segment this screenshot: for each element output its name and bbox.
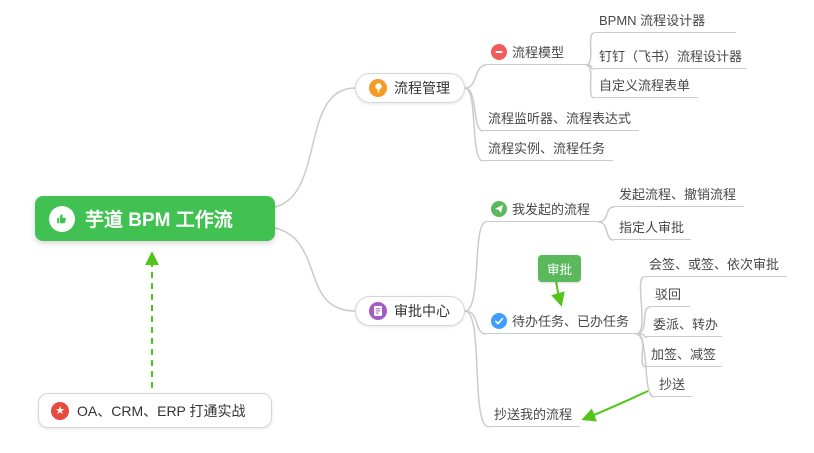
node-reject[interactable]: 驳回 — [650, 285, 690, 307]
lightbulb-icon — [369, 79, 387, 97]
node-assignee-approval[interactable]: 指定人审批 — [614, 218, 691, 240]
node-listener-expression[interactable]: 流程监听器、流程表达式 — [483, 109, 639, 131]
star-icon: ★ — [51, 401, 69, 420]
send-icon — [491, 200, 507, 217]
node-bpmn-designer[interactable]: BPMN 流程设计器 — [594, 11, 736, 33]
document-icon — [369, 302, 387, 320]
node-my-initiated-process[interactable]: 我发起的流程 — [486, 200, 598, 222]
thumbs-up-icon — [49, 205, 75, 232]
node-delegate-transfer[interactable]: 委派、转办 — [648, 315, 722, 337]
cc-arrow — [581, 390, 649, 422]
approval-arrow — [551, 279, 565, 307]
root-node-label: 芋道 BPM 工作流 — [85, 210, 233, 231]
node-cc-my-process[interactable]: 抄送我的流程 — [489, 405, 580, 427]
check-circle-icon — [491, 312, 507, 329]
node-initiate-cancel-process[interactable]: 发起流程、撤销流程 — [614, 185, 744, 207]
node-custom-form[interactable]: 自定义流程表单 — [594, 76, 698, 98]
node-process-model[interactable]: 流程模型 — [486, 43, 586, 65]
node-instance-task[interactable]: 流程实例、流程任务 — [483, 139, 613, 161]
practice-label: OA、CRM、ERP 打通实战 — [77, 402, 246, 419]
branch-node-approval-center[interactable]: 审批中心 — [355, 296, 465, 326]
node-countersign-orsign-sequential[interactable]: 会签、或签、依次审批 — [644, 255, 787, 277]
branch-curves — [274, 32, 655, 428]
branch-node-process-management[interactable]: 流程管理 — [355, 73, 465, 103]
node-addsign-removesign[interactable]: 加签、减签 — [646, 345, 722, 367]
approval-badge[interactable]: 审批 — [538, 255, 582, 282]
node-dingtalk-feishu-designer[interactable]: 钉钉（飞书）流程设计器 — [594, 47, 746, 69]
root-node[interactable]: 芋道 BPM 工作流 — [35, 196, 275, 241]
node-todo-done-tasks[interactable]: 待办任务、已办任务 — [486, 312, 636, 334]
leaf-label: 我发起的流程 — [512, 202, 591, 217]
leaf-label: 流程模型 — [512, 45, 565, 60]
practice-node[interactable]: ★ OA、CRM、ERP 打通实战 — [38, 393, 272, 428]
branch-label: 流程管理 — [394, 80, 450, 96]
minus-circle-icon — [491, 43, 507, 60]
leaf-label: 待办任务、已办任务 — [512, 314, 630, 329]
branch-label: 审批中心 — [394, 303, 450, 319]
node-cc[interactable]: 抄送 — [654, 375, 692, 397]
